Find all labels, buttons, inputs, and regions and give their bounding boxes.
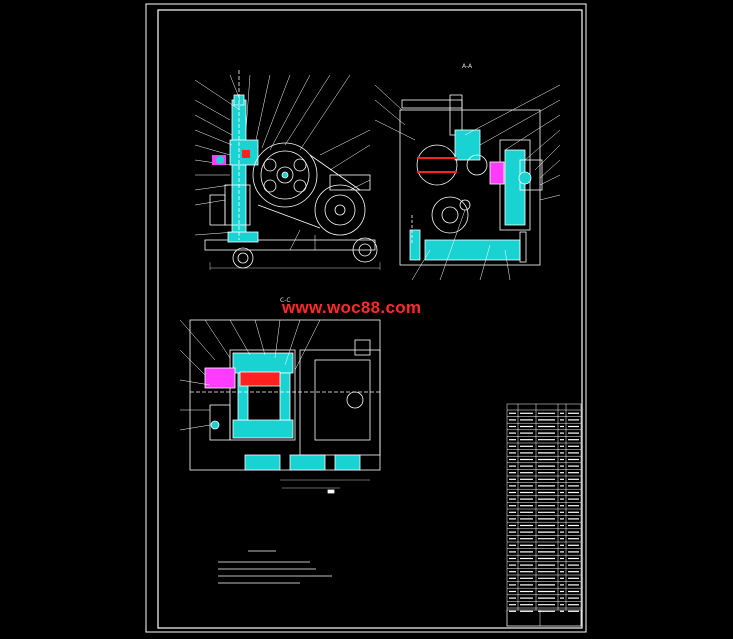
- front-view-accents: [212, 150, 250, 165]
- outer-frame: [145, 3, 587, 633]
- side-gear: [416, 144, 458, 186]
- motor-body: [299, 349, 381, 456]
- view-label-cc: C-C: [280, 297, 291, 304]
- front-view: [194, 70, 381, 270]
- technical-notes: [218, 550, 332, 584]
- motor-pulley: [314, 184, 366, 236]
- housing-outline: [399, 109, 541, 266]
- watermark-text: www.woc88.com: [282, 298, 422, 317]
- parts-list-table: [506, 403, 582, 627]
- view-label-aa: A-A: [462, 63, 473, 70]
- drive-gear: [252, 142, 318, 208]
- inner-frame: [157, 9, 583, 629]
- plan-view-cc: [179, 319, 381, 494]
- side-view-aa: [374, 84, 561, 281]
